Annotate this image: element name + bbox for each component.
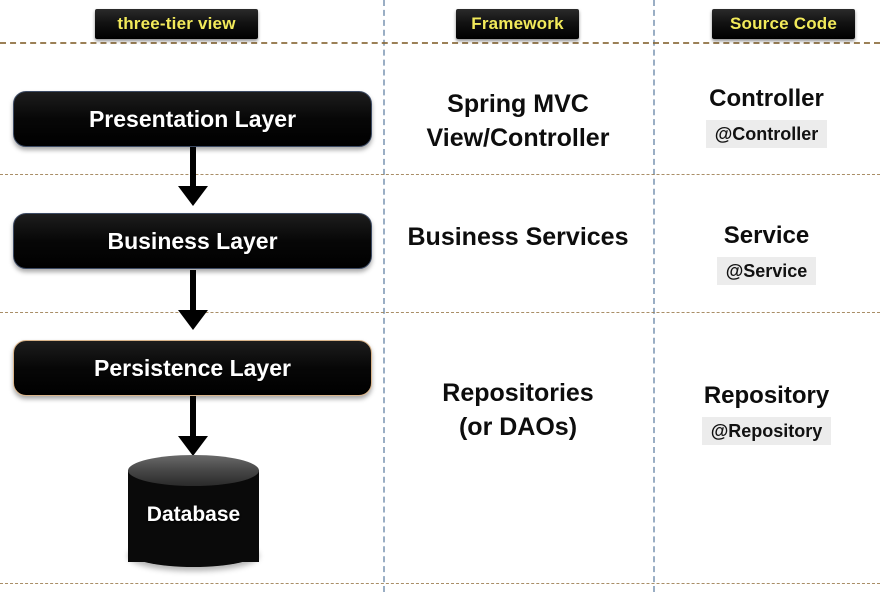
header-badge-three-tier-view: three-tier view — [95, 9, 258, 39]
arrow-shaft-persistence-to-database — [190, 396, 196, 444]
annotation-service: @Service — [716, 257, 817, 285]
source-cell-business: Service @Service — [653, 221, 880, 285]
framework-cell-persistence: Repositories (or DAOs) — [383, 376, 653, 444]
source-title-repository: Repository — [703, 382, 830, 409]
header-badge-source-code: Source Code — [712, 9, 855, 39]
arrow-head-presentation-to-business — [178, 186, 208, 206]
row-divider-header — [0, 42, 880, 44]
annotation-repository: @Repository — [701, 417, 832, 445]
column-divider-source-code — [653, 0, 655, 592]
source-cell-presentation: Controller @Controller — [653, 84, 880, 148]
framework-cell-persistence-line-1: Repositories — [442, 379, 594, 407]
row-divider-bottom — [0, 583, 880, 584]
database-label: Database — [146, 503, 241, 526]
framework-cell-persistence-line-2: (or DAOs) — [458, 413, 578, 441]
framework-cell-presentation: Spring MVC View/Controller — [383, 87, 653, 155]
column-divider-framework — [383, 0, 385, 592]
annotation-controller: @Controller — [705, 120, 828, 148]
arrow-head-business-to-persistence — [178, 310, 208, 330]
arrow-shaft-business-to-persistence — [190, 270, 196, 318]
source-title-service: Service — [723, 222, 810, 249]
layer-box-business-label: Business Layer — [107, 227, 278, 254]
framework-cell-presentation-line-1: Spring MVC — [447, 90, 589, 118]
framework-cell-business-line-1: Business Services — [407, 223, 629, 251]
database-cylinder-top — [128, 455, 259, 486]
layer-box-persistence[interactable]: Persistence Layer — [13, 340, 372, 396]
row-divider-business — [0, 312, 880, 313]
header-badge-framework: Framework — [456, 9, 579, 39]
framework-cell-business: Business Services — [383, 220, 653, 254]
layer-box-presentation-label: Presentation Layer — [88, 105, 297, 132]
layer-box-business[interactable]: Business Layer — [13, 213, 372, 269]
framework-cell-presentation-line-2: View/Controller — [426, 124, 610, 152]
arrow-head-persistence-to-database — [178, 436, 208, 456]
layer-box-presentation[interactable]: Presentation Layer — [13, 91, 372, 147]
layer-box-persistence-label: Persistence Layer — [94, 354, 291, 381]
source-cell-persistence: Repository @Repository — [653, 381, 880, 445]
arrow-shaft-presentation-to-business — [190, 146, 196, 194]
row-divider-presentation — [0, 174, 880, 175]
database-cylinder[interactable]: Database — [128, 455, 259, 573]
source-title-controller: Controller — [709, 85, 824, 112]
